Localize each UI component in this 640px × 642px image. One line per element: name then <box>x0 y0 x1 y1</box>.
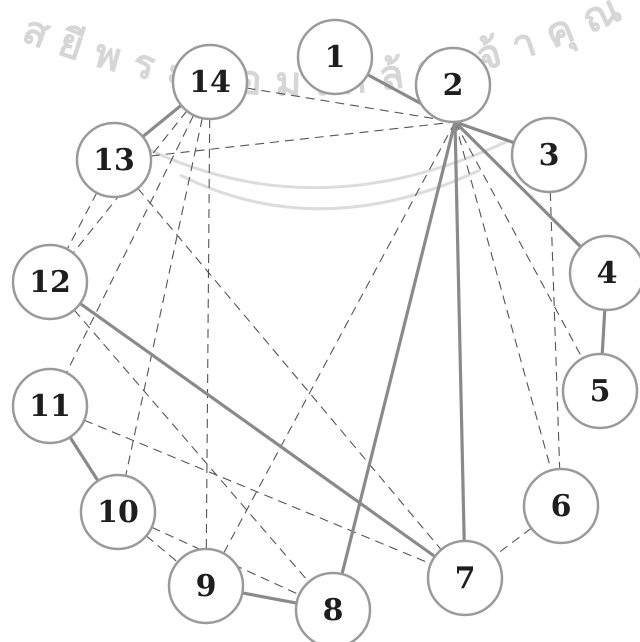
node-circle-5 <box>561 352 639 430</box>
node-circle-8 <box>294 571 372 642</box>
dashed-edge-13-12 <box>66 192 98 250</box>
solid-edge-2-4 <box>453 120 582 249</box>
node-label-13: 13 <box>93 143 135 178</box>
dashed-edge-13-2 <box>150 121 456 157</box>
edge-layer <box>65 73 607 605</box>
node-label-12: 12 <box>29 265 71 300</box>
dashed-edge-3-6 <box>549 191 561 470</box>
node-label-6: 6 <box>551 489 572 524</box>
node-label-7: 7 <box>455 561 476 596</box>
dashed-edge-2-9 <box>223 121 456 554</box>
dashed-edge-14-10 <box>125 118 203 476</box>
node-label-4: 4 <box>597 256 618 291</box>
node-circle-12 <box>11 243 89 321</box>
solid-edge-4-5 <box>600 309 607 355</box>
node-8: 8 <box>294 571 372 642</box>
node-circle-2 <box>414 46 492 124</box>
dashed-edge-14-9 <box>205 118 211 550</box>
node-label-10: 10 <box>97 495 139 530</box>
dashed-edge-6-7 <box>494 527 532 557</box>
dashed-edge-11-7 <box>83 419 432 565</box>
node-label-9: 9 <box>196 569 217 604</box>
solid-edge-12-7 <box>79 302 436 558</box>
node-3: 3 <box>510 116 588 194</box>
node-10: 10 <box>79 473 157 551</box>
node-label-14: 14 <box>189 65 231 100</box>
node-circle-6 <box>522 467 600 545</box>
node-label-11: 11 <box>29 389 71 424</box>
solid-edge-13-14 <box>141 104 183 138</box>
node-1: 1 <box>296 18 374 96</box>
node-label-5: 5 <box>590 374 611 409</box>
node-5: 5 <box>561 352 639 430</box>
node-label-2: 2 <box>443 68 464 103</box>
node-label-8: 8 <box>323 593 344 628</box>
solid-edge-8-9 <box>242 591 297 605</box>
node-9: 9 <box>167 547 245 625</box>
solid-edge-2-7 <box>453 121 466 542</box>
solid-edge-2-3 <box>454 120 515 145</box>
node-13: 13 <box>75 121 153 199</box>
dashed-edge-2-6 <box>454 121 552 471</box>
dashed-edge-14-2 <box>246 87 456 123</box>
solid-edge-10-11 <box>68 436 100 482</box>
node-12: 12 <box>11 243 89 321</box>
solid-edge-2-8 <box>340 121 457 575</box>
watermark-arc-outer <box>149 138 511 190</box>
node-11: 11 <box>11 367 89 445</box>
dashed-edge-10-9 <box>145 535 179 563</box>
node-circle-3 <box>510 116 588 194</box>
node-6: 6 <box>522 467 600 545</box>
node-circle-4 <box>568 234 640 312</box>
node-circle-10 <box>79 473 157 551</box>
node-14: 14 <box>171 43 249 121</box>
dashed-edge-13-7 <box>137 187 442 551</box>
node-label-1: 1 <box>325 40 346 75</box>
node-circle-1 <box>296 18 374 96</box>
node-label-3: 3 <box>539 138 560 173</box>
node-circle-11 <box>11 367 89 445</box>
node-4: 4 <box>568 234 640 312</box>
node-circle-9 <box>167 547 245 625</box>
node-circle-13 <box>75 121 153 199</box>
node-2: 2 <box>414 46 492 124</box>
dashed-edge-14-11 <box>65 114 195 374</box>
node-circle-14 <box>171 43 249 121</box>
node-7: 7 <box>426 539 504 617</box>
node-circle-7 <box>426 539 504 617</box>
